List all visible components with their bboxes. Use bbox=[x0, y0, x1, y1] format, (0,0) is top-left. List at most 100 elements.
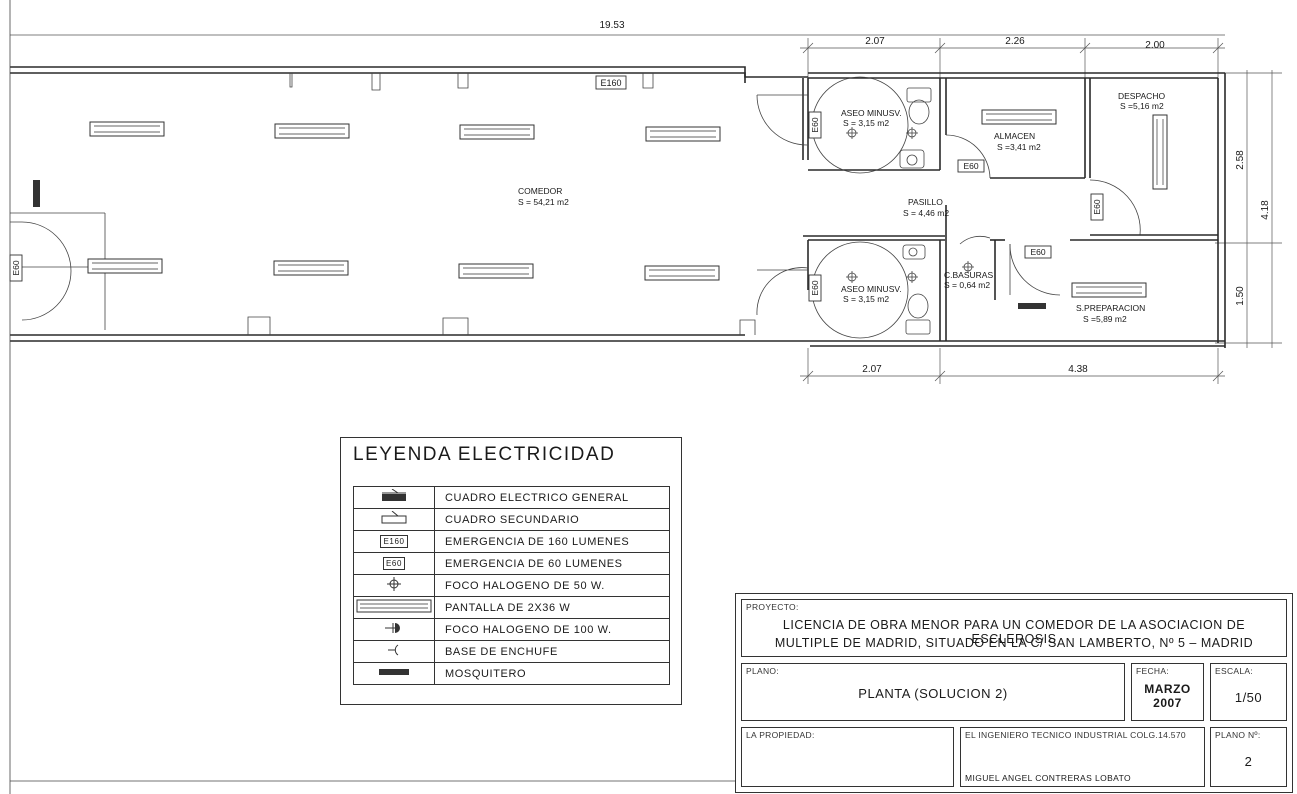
halogeno-50-icon bbox=[906, 127, 918, 139]
dimension-bottom: 2.07 4.38 bbox=[800, 348, 1225, 384]
pantalla-icon bbox=[981, 109, 1057, 125]
dim-right-a: 2.58 bbox=[1235, 150, 1246, 170]
svg-text:COMEDOR: COMEDOR bbox=[518, 186, 562, 196]
halogeno-100-icon bbox=[353, 618, 435, 641]
enchufe-icon bbox=[353, 640, 435, 663]
halogeno-50-icon bbox=[353, 574, 435, 597]
exterior-walls bbox=[10, 66, 1226, 348]
svg-text:S = 4,46 m2: S = 4,46 m2 bbox=[903, 208, 949, 218]
svg-text:S = 3,15 m2: S = 3,15 m2 bbox=[843, 294, 889, 304]
svg-text:E60: E60 bbox=[810, 117, 820, 132]
legend-box: LEYENDA ELECTRICIDAD CUADRO ELECTRICO GE… bbox=[340, 437, 682, 705]
room-pasillo: PASILLO S = 4,46 m2 bbox=[903, 197, 949, 218]
legend-label: CUADRO SECUNDARIO bbox=[434, 508, 670, 531]
tb-ingeniero: EL INGENIERO TECNICO INDUSTRIAL COLG.14.… bbox=[960, 727, 1205, 787]
tb-plano: PLANO: PLANTA (SOLUCION 2) bbox=[741, 663, 1125, 721]
plano-numero-value: 2 bbox=[1244, 754, 1253, 769]
escala-value: 1/50 bbox=[1234, 690, 1263, 705]
legend-label: BASE DE ENCHUFE bbox=[434, 640, 670, 663]
svg-text:S =5,89 m2: S =5,89 m2 bbox=[1083, 314, 1127, 324]
tb-fecha: FECHA: MARZO 2007 bbox=[1131, 663, 1204, 721]
legend-row: CUADRO ELECTRICO GENERAL bbox=[353, 486, 670, 509]
halogeno-50-icon bbox=[846, 271, 858, 283]
dim-top-b: 2.26 bbox=[1005, 36, 1025, 47]
svg-text:E60: E60 bbox=[11, 260, 21, 275]
legend-row: PANTALLA DE 2X36 W bbox=[353, 596, 670, 619]
pantalla-icon bbox=[458, 263, 534, 279]
tb-plano-numero: PLANO Nº: 2 bbox=[1210, 727, 1287, 787]
legend-row: MOSQUITERO bbox=[353, 662, 670, 685]
pantalla-icon bbox=[274, 123, 350, 139]
room-comedor: COMEDOR S = 54,21 m2 bbox=[518, 186, 569, 207]
sanitary-fixtures bbox=[899, 87, 932, 335]
pantalla-icon bbox=[273, 260, 349, 276]
legend-label: EMERGENCIA DE 60 LUMENES bbox=[434, 552, 670, 575]
dim-right-b: 1.50 bbox=[1235, 286, 1246, 306]
svg-text:ASEO MINUSV.: ASEO MINUSV. bbox=[841, 108, 902, 118]
pantalla-icon bbox=[89, 121, 165, 137]
legend-table: CUADRO ELECTRICO GENERAL CUADRO SECUNDAR… bbox=[353, 486, 670, 685]
pantalla-icon bbox=[1071, 282, 1147, 298]
room-aseo-bottom: ASEO MINUSV. S = 3,15 m2 bbox=[841, 284, 902, 304]
halogeno-50-icon bbox=[962, 261, 974, 273]
pantalla-icon bbox=[644, 265, 720, 281]
legend-row: E160 EMERGENCIA DE 160 LUMENES bbox=[353, 530, 670, 553]
svg-text:S =3,41 m2: S =3,41 m2 bbox=[997, 142, 1041, 152]
plano-value: PLANTA (SOLUCION 2) bbox=[858, 686, 1008, 701]
emergency-e160-tag: E160 bbox=[595, 75, 627, 90]
svg-text:S = 54,21 m2: S = 54,21 m2 bbox=[518, 197, 569, 207]
ingeniero-name: MIGUEL ANGEL CONTRERAS LOBATO bbox=[965, 773, 1132, 783]
emergency-e60-tag: E60 bbox=[1024, 245, 1052, 259]
svg-text:E60: E60 bbox=[1030, 247, 1045, 257]
svg-text:E60: E60 bbox=[1092, 199, 1102, 214]
room-aseo-top: ASEO MINUSV. S = 3,15 m2 bbox=[841, 108, 902, 128]
pantalla-icon bbox=[353, 596, 435, 619]
mosquitero-icon bbox=[353, 662, 435, 685]
svg-text:DESPACHO: DESPACHO bbox=[1118, 91, 1165, 101]
emergency-e60-tag: E60 bbox=[957, 159, 985, 173]
legend-label: FOCO HALOGENO DE 100 W. bbox=[434, 618, 670, 641]
mosquitero-icon bbox=[33, 180, 40, 207]
dim-total-text: 19.53 bbox=[599, 20, 624, 31]
legend-label: EMERGENCIA DE 160 LUMENES bbox=[434, 530, 670, 553]
legend-row: BASE DE ENCHUFE bbox=[353, 640, 670, 663]
svg-text:S = 3,15 m2: S = 3,15 m2 bbox=[843, 118, 889, 128]
legend-label: PANTALLA DE 2X36 W bbox=[434, 596, 670, 619]
svg-text:E160: E160 bbox=[600, 78, 621, 88]
emergency-e60-tag: E60 bbox=[808, 274, 822, 302]
proyecto-line-2: MULTIPLE DE MADRID, SITUADO EN LA C/ SAN… bbox=[774, 636, 1254, 650]
fecha-year: 2007 bbox=[1153, 696, 1182, 710]
svg-text:S =5,16 m2: S =5,16 m2 bbox=[1120, 101, 1164, 111]
dim-top-c: 2.00 bbox=[1145, 40, 1165, 51]
svg-text:PASILLO: PASILLO bbox=[908, 197, 943, 207]
dim-bottom-b: 4.38 bbox=[1068, 364, 1088, 375]
svg-text:S = 0,64 m2: S = 0,64 m2 bbox=[944, 280, 990, 290]
svg-text:ALMACEN: ALMACEN bbox=[994, 131, 1035, 141]
dimension-total: 19.53 bbox=[10, 20, 1225, 36]
svg-text:S.PREPARACION: S.PREPARACION bbox=[1076, 303, 1145, 313]
svg-text:ASEO MINUSV.: ASEO MINUSV. bbox=[841, 284, 902, 294]
legend-label: MOSQUITERO bbox=[434, 662, 670, 685]
interior-walls bbox=[756, 78, 1218, 341]
fecha-month: MARZO bbox=[1144, 682, 1191, 696]
halogeno-50-icon bbox=[846, 127, 858, 139]
pantalla-icon bbox=[459, 124, 535, 140]
dim-bottom-a: 2.07 bbox=[862, 364, 882, 375]
room-preparacion: S.PREPARACION S =5,89 m2 bbox=[1076, 303, 1145, 324]
emergency-e60-tag: E60 bbox=[808, 111, 822, 139]
emergency-e60-tag: E60 bbox=[1090, 193, 1104, 221]
title-block bbox=[735, 593, 1293, 793]
svg-text:E60: E60 bbox=[810, 280, 820, 295]
svg-text:E60: E60 bbox=[963, 161, 978, 171]
svg-text:C.BASURAS: C.BASURAS bbox=[944, 270, 993, 280]
pantalla-icon bbox=[87, 258, 163, 274]
emergency-e60-tag: E60 bbox=[9, 254, 23, 282]
tb-proyecto: PROYECTO: LICENCIA DE OBRA MENOR PARA UN… bbox=[741, 599, 1287, 657]
e60-symbol: E60 bbox=[382, 557, 406, 570]
e160-symbol: E160 bbox=[380, 535, 408, 548]
dimension-right: 2.58 1.50 4.18 bbox=[1215, 70, 1282, 348]
dim-right-total: 4.18 bbox=[1260, 200, 1271, 220]
legend-label: FOCO HALOGENO DE 50 W. bbox=[434, 574, 670, 597]
tb-propiedad: LA PROPIEDAD: bbox=[741, 727, 954, 787]
